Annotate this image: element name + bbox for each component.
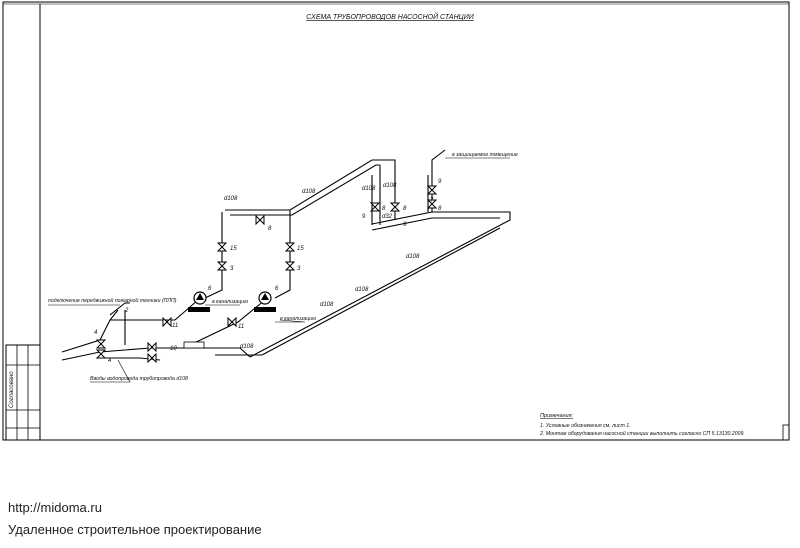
pump1-discharge <box>204 212 223 299</box>
pos-num: 4 <box>108 358 112 364</box>
pipe-labels: d108 d108 d108 d108 d108 d108 d108 d108 … <box>224 183 420 350</box>
valve-icon <box>162 316 172 328</box>
upper-collector-2 <box>230 164 380 216</box>
pos-num: 15 <box>230 246 237 252</box>
pos-num: 4 <box>94 330 98 336</box>
pipe-label: d108 <box>320 302 334 308</box>
pipe-label: d108 <box>406 254 420 260</box>
leaders <box>48 157 510 383</box>
callout-inlet: Вводы водопровода трубопровода d108 <box>90 376 188 382</box>
valve-icon <box>216 261 228 271</box>
callout-sewer: в канализацию <box>280 316 316 322</box>
upper-collector <box>225 159 396 220</box>
pos-num: 8 <box>382 206 386 212</box>
pipe-label: d32 <box>382 214 393 220</box>
pump-2-icon <box>254 291 276 312</box>
notes: Примечания: 1. Условные обозначения см. … <box>539 413 745 437</box>
piping <box>61 149 511 361</box>
valve-icon <box>255 214 265 226</box>
valves <box>95 185 438 364</box>
approval-stamp: Согласовано <box>5 344 41 441</box>
valve-icon <box>369 202 381 212</box>
valve-icon <box>227 316 237 328</box>
note-1: 1. Условные обозначения см. лист 1. <box>540 423 631 429</box>
flow-meter-icon <box>183 341 205 349</box>
site-url[interactable]: http://midoma.ru <box>8 500 102 515</box>
valve-icon <box>95 339 107 349</box>
pos-num: 9 <box>438 179 442 185</box>
pos-num: 6 <box>208 286 212 292</box>
inlet-pipe <box>61 309 119 353</box>
pipe-label: d108 <box>383 183 397 189</box>
pos-num: 9 <box>403 222 407 228</box>
position-numbers: 15 3 8 15 3 11 11 4 4 10 7 9 8 8 8 9 9 2… <box>94 179 442 364</box>
sheet-frame <box>2 1 790 441</box>
valve-icon <box>426 199 438 209</box>
pos-num: 3 <box>297 266 301 272</box>
building-branch <box>431 149 446 212</box>
pos-num: 9 <box>362 214 366 220</box>
pipe-label: d108 <box>355 287 369 293</box>
valve-icon <box>284 242 296 252</box>
main-pipe <box>249 211 511 358</box>
main-pipe-upper <box>261 227 501 356</box>
callouts: подключение передвижной пожарной техники… <box>48 152 518 382</box>
inlet-pipe-2 <box>61 347 185 361</box>
pos-num: 11 <box>238 324 244 330</box>
pos-num: 10 <box>170 346 177 352</box>
valve-icon <box>216 242 228 252</box>
pos-num: 7 <box>430 198 434 204</box>
pipe-label: d108 <box>302 189 316 195</box>
callout-fire-truck: подключение передвижной пожарной техники… <box>48 297 177 304</box>
pipe-label: d108 <box>240 344 254 350</box>
pos-num: 11 <box>172 323 178 329</box>
pump-1-icon <box>188 291 210 312</box>
valve-icon <box>389 202 401 212</box>
pos-num: 8 <box>268 226 272 232</box>
right-header <box>371 211 433 225</box>
title-block-corner <box>782 424 790 441</box>
pipe-label: d108 <box>362 186 376 192</box>
callout-sewer: в канализацию <box>212 299 248 305</box>
callout-to-building: в защищаемое помещение <box>452 152 518 158</box>
drawing-title: СХЕМА ТРУБОПРОВОДОВ НАСОСНОЙ СТАНЦИИ <box>306 12 474 21</box>
pipe-label: d108 <box>224 196 238 202</box>
pos-num: 8 <box>403 206 407 212</box>
right-header-2 <box>371 217 500 231</box>
fire-connector <box>109 302 130 316</box>
site-name: Удаленное строительное проектирование <box>8 522 262 537</box>
valve-icon <box>95 349 107 359</box>
valve-icon <box>284 261 296 271</box>
drawing-sheet: Согласовано СХЕМА ТРУБОПРОВОДОВ НАСОСНОЙ… <box>2 1 790 441</box>
valve-icon <box>147 341 157 353</box>
pos-num: 8 <box>438 206 442 212</box>
note-2: 2. Монтаж оборудования насосной станции … <box>539 430 745 437</box>
valve-icon <box>426 185 438 195</box>
pump1-suction <box>110 299 199 321</box>
stamp-text: Согласовано <box>9 371 15 408</box>
pos-num: 6 <box>275 286 279 292</box>
pos-num: 3 <box>230 266 234 272</box>
pos-num: 2 <box>124 308 129 314</box>
valve-icon <box>147 352 157 364</box>
pos-num: 15 <box>297 246 304 252</box>
notes-heading: Примечания: <box>540 413 574 419</box>
